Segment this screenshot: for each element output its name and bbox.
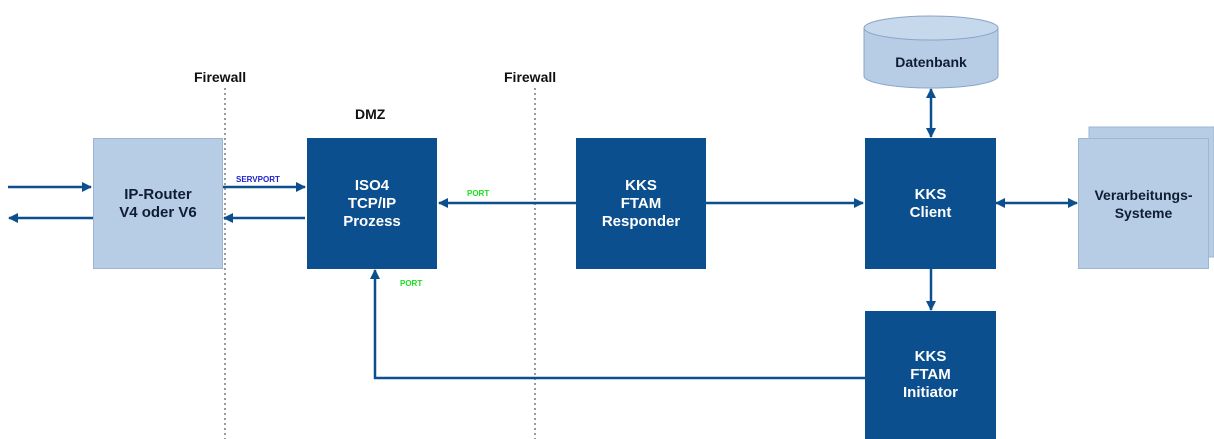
kks-ftam-responder-box: KKS FTAM Responder bbox=[576, 138, 706, 269]
database-label: Datenbank bbox=[895, 54, 967, 70]
firewall-right-label: Firewall bbox=[504, 69, 557, 85]
database-cylinder bbox=[863, 15, 999, 89]
kks-client-box: KKS Client bbox=[865, 138, 996, 269]
dmz-label: DMZ bbox=[355, 106, 386, 122]
port-label-upper: PORT bbox=[467, 189, 490, 198]
processing-systems-box: Verarbeitungs- Systeme bbox=[1078, 138, 1209, 269]
firewall-left-label: Firewall bbox=[194, 69, 247, 85]
kks-ftam-initiator-box: KKS FTAM Initiator bbox=[865, 311, 996, 439]
port-label-lower: PORT bbox=[400, 279, 423, 288]
servport-label: SERVPORT bbox=[236, 175, 280, 184]
initiator-to-iso4-arrow bbox=[370, 269, 865, 380]
ip-router-box: IP-Router V4 oder V6 bbox=[93, 138, 223, 269]
iso4-tcpip-process-box: ISO4 TCP/IP Prozess bbox=[307, 138, 437, 269]
